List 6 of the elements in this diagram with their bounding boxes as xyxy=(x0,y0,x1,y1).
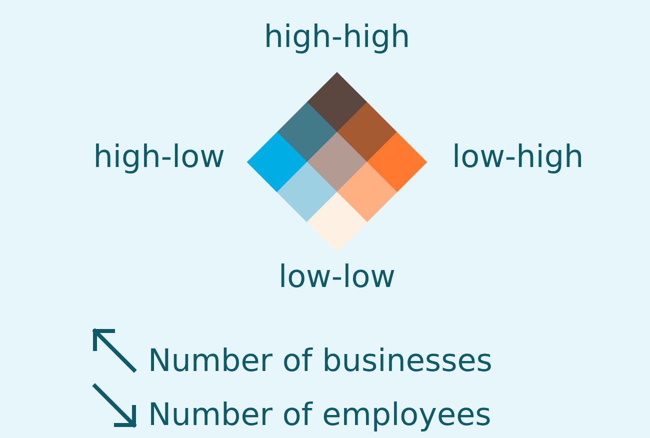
corner-label: low-low xyxy=(278,262,396,293)
corner-label: high-high xyxy=(264,22,410,53)
corner-label: low-high xyxy=(452,142,584,173)
corner-label: high-low xyxy=(93,142,225,173)
axis-label: Number of businesses xyxy=(148,346,492,377)
axis-label: Number of employees xyxy=(148,400,492,431)
